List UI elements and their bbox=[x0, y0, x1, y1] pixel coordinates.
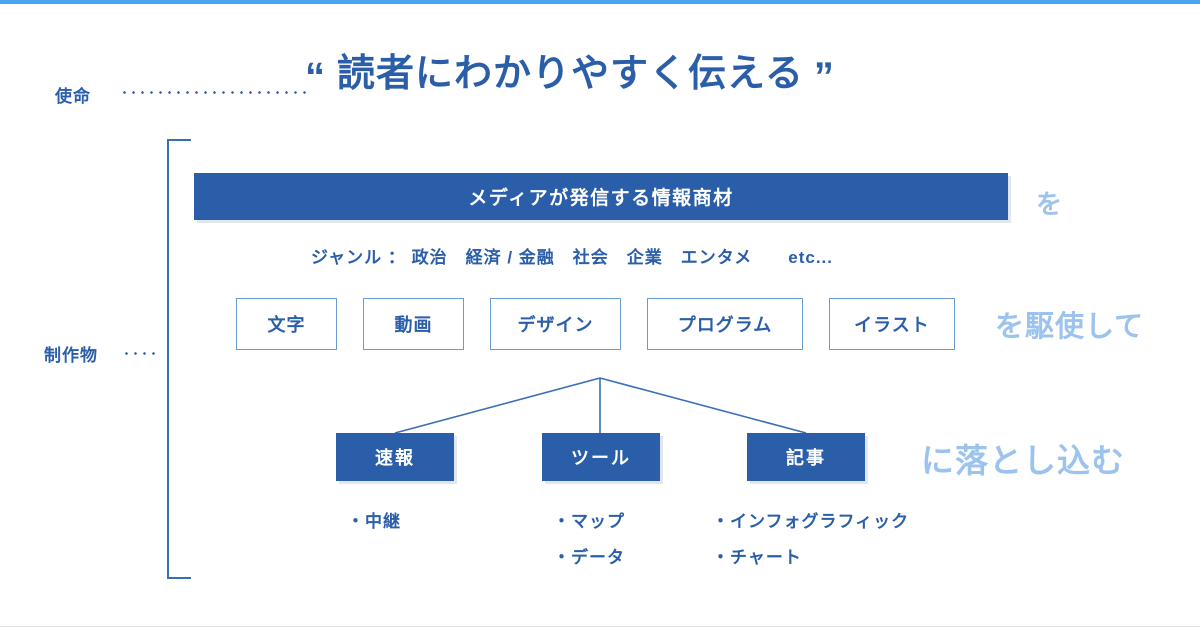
top-accent-strip bbox=[0, 0, 1200, 4]
list-item: ・中継 bbox=[347, 512, 401, 531]
dotted-leader-works bbox=[122, 352, 160, 355]
media-box-design[interactable]: デザイン bbox=[490, 298, 621, 350]
label-mission: 使命 bbox=[55, 87, 91, 106]
quote-close-icon: ” bbox=[813, 55, 834, 99]
headline-text: 読者にわかりやすく伝える bbox=[337, 53, 804, 95]
media-box-video[interactable]: 動画 bbox=[363, 298, 464, 350]
media-box-program[interactable]: プログラム bbox=[647, 298, 803, 350]
bullet-group-article: ・インフォグラフィック ・チャート bbox=[712, 504, 909, 576]
output-box-tool[interactable]: ツール bbox=[542, 433, 660, 481]
media-box-illust[interactable]: イラスト bbox=[829, 298, 955, 350]
list-item: ・マップ bbox=[553, 512, 625, 531]
dotted-leader-mission bbox=[120, 91, 312, 94]
bottom-divider bbox=[0, 626, 1200, 627]
quote-open-icon: “ bbox=[305, 55, 325, 99]
list-item: ・チャート bbox=[712, 548, 802, 567]
bullet-group-breaking: ・中継 bbox=[347, 504, 401, 540]
output-box-breaking[interactable]: 速報 bbox=[336, 433, 454, 481]
annotation-wo: を bbox=[1036, 189, 1064, 219]
annotation-otoshikomu: に落とし込む bbox=[921, 442, 1125, 479]
output-box-article[interactable]: 記事 bbox=[747, 433, 865, 481]
media-product-bar: メディアが発信する情報商材 bbox=[194, 173, 1008, 220]
annotation-kushishite: を駆使して bbox=[995, 311, 1145, 343]
media-type-row: 文字 動画 デザイン プログラム イラスト bbox=[236, 298, 981, 350]
label-works: 制作物 bbox=[44, 346, 98, 365]
list-item: ・データ bbox=[553, 548, 625, 567]
genre-line: ジャンル ： 政治 経済 / 金融 社会 企業 エンタメ etc... bbox=[311, 248, 833, 267]
list-item: ・インフォグラフィック bbox=[712, 512, 910, 531]
fan-connector bbox=[394, 377, 807, 434]
media-box-text[interactable]: 文字 bbox=[236, 298, 337, 350]
bullet-group-tool: ・マップ ・データ bbox=[553, 504, 625, 576]
headline: “ 読者にわかりやすく伝える ” bbox=[305, 53, 834, 99]
works-bracket bbox=[167, 139, 191, 579]
